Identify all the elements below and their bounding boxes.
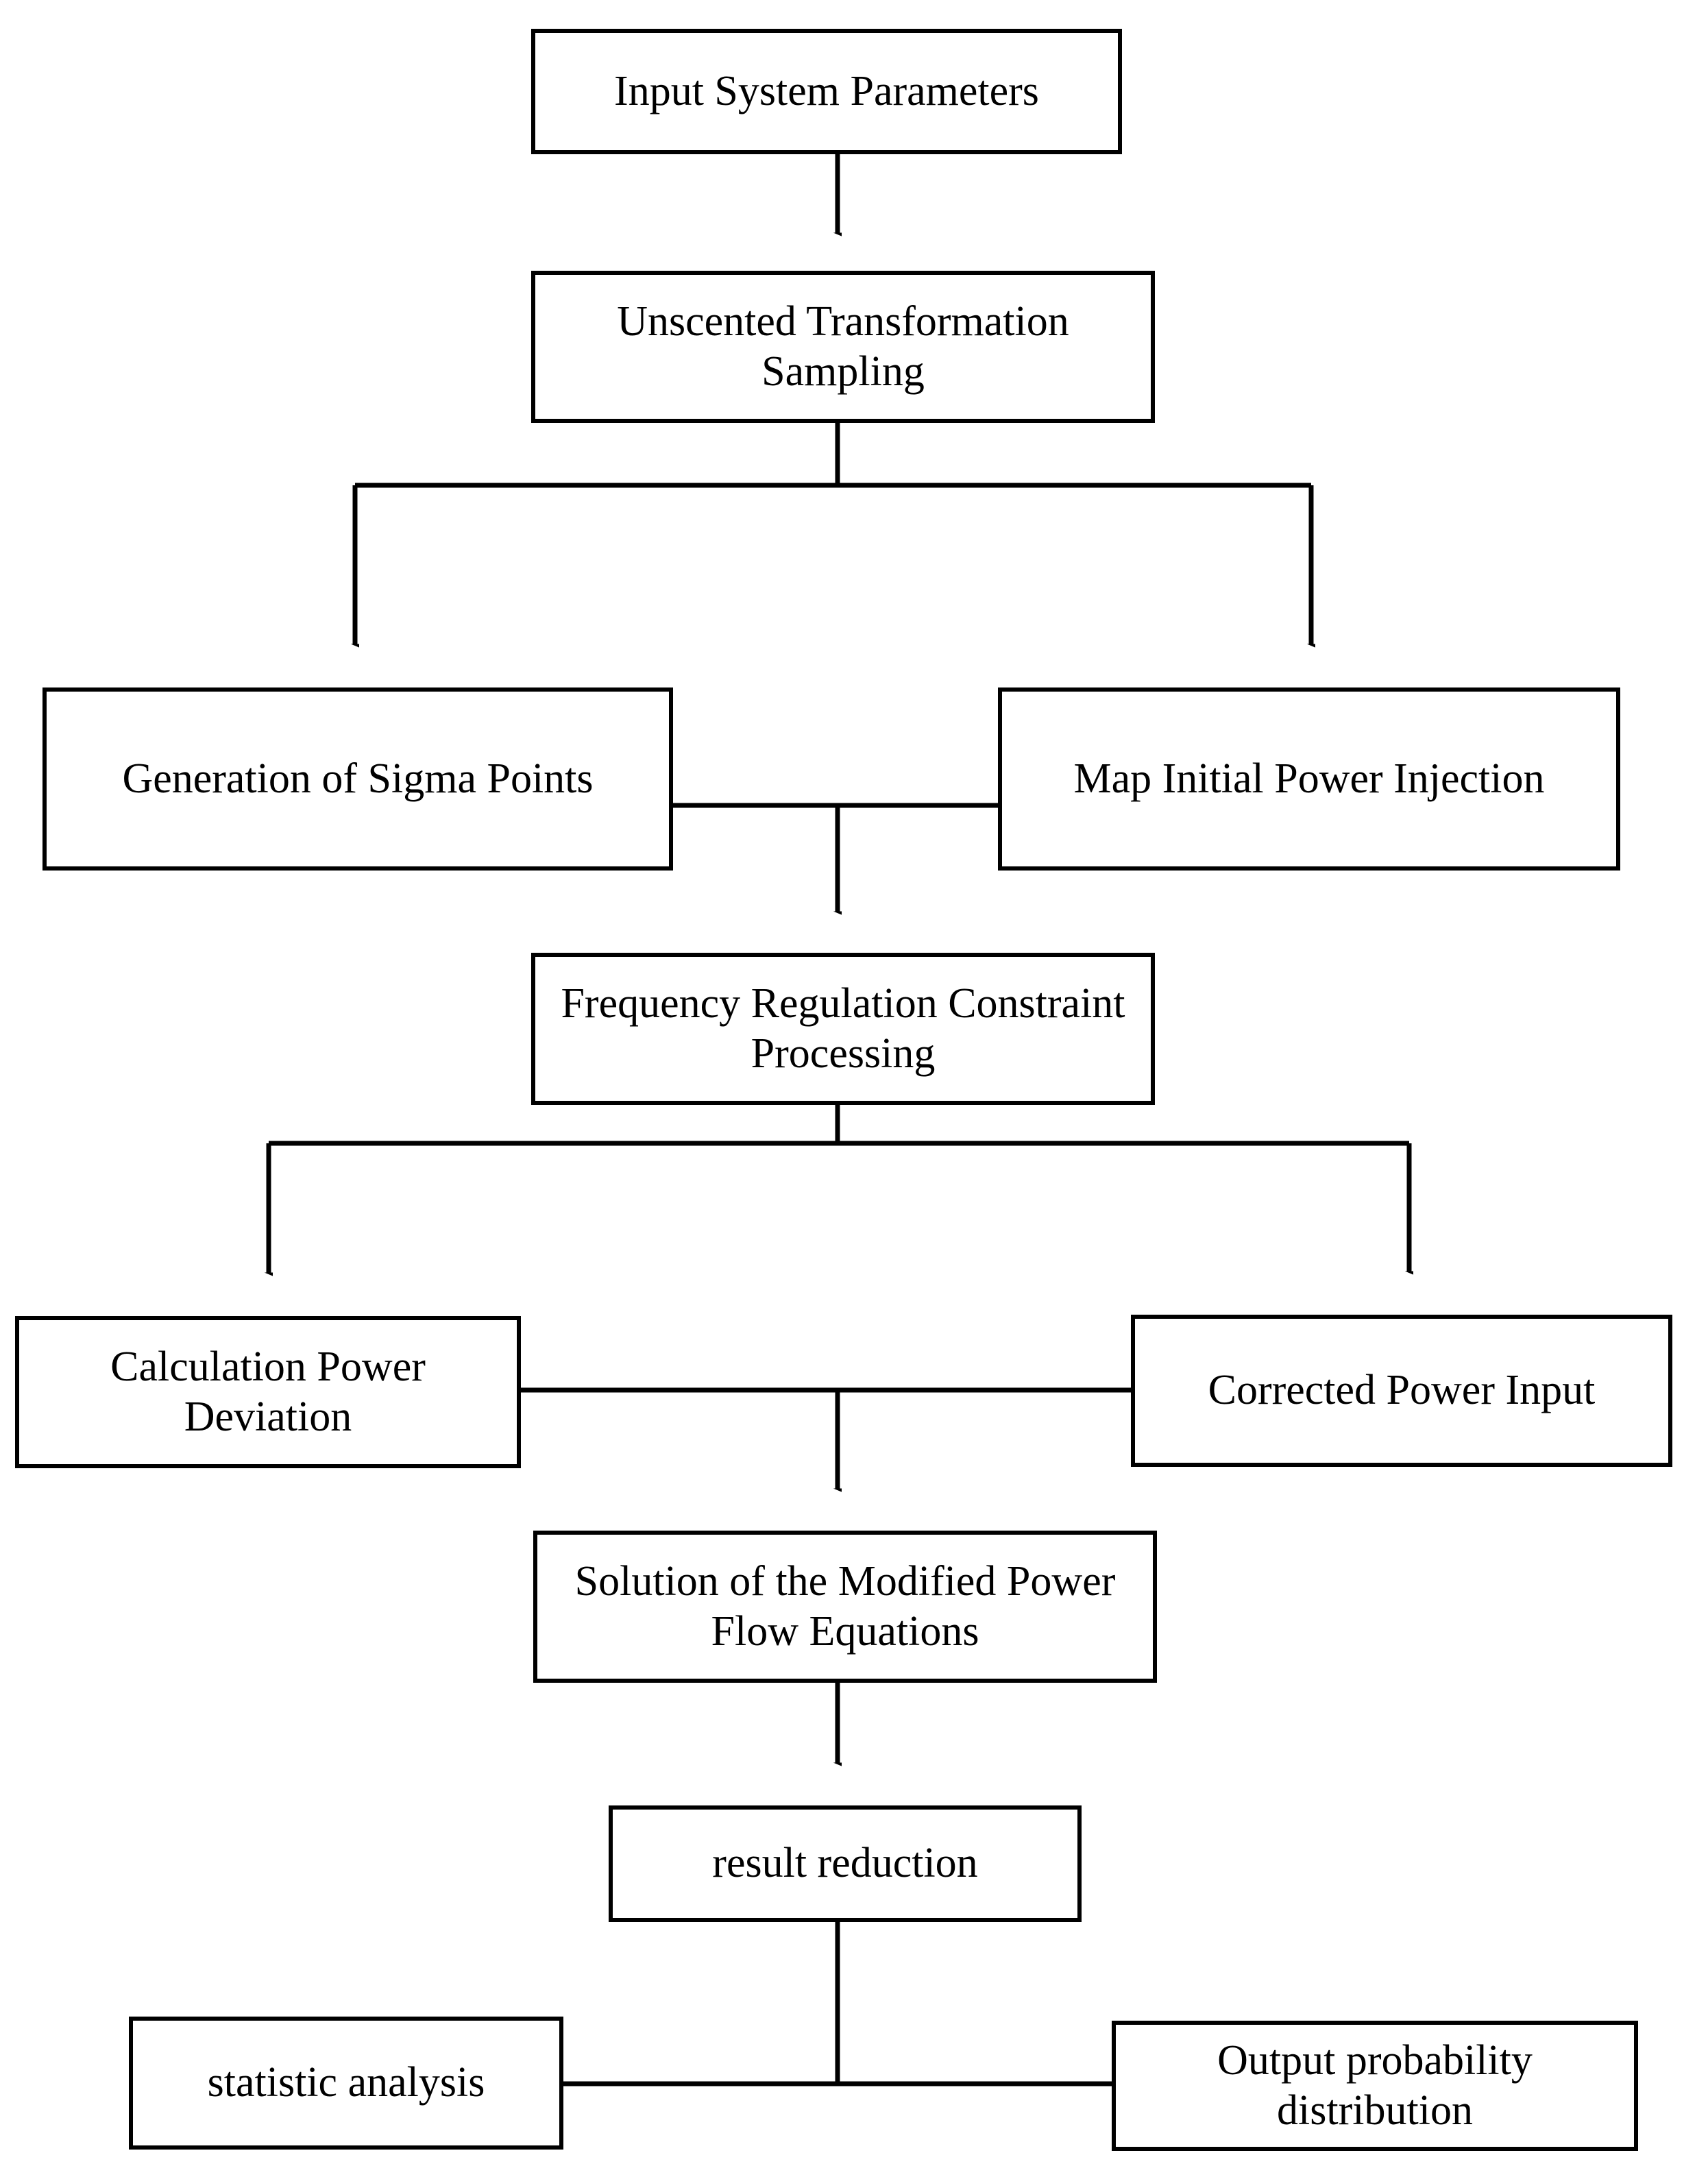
node-frequency-regulation-constraint-processing[interactable]: Frequency Regulation Constraint Processi…: [531, 953, 1155, 1105]
node-input-system-parameters[interactable]: Input System Parameters: [531, 29, 1122, 154]
node-corrected-power-input[interactable]: Corrected Power Input: [1131, 1315, 1672, 1467]
node-map-initial-power-injection[interactable]: Map Initial Power Injection: [998, 687, 1620, 871]
node-solution-of-the-modified-power-flow-equations[interactable]: Solution of the Modified Power Flow Equa…: [533, 1531, 1157, 1683]
node-label-calculation-power-deviation: Calculation Power Deviation: [110, 1343, 426, 1440]
node-statistic-analysis[interactable]: statistic analysis: [129, 2017, 563, 2150]
node-label-solution-of-the-modified-power-flow-equations: Solution of the Modified Power Flow Equa…: [574, 1557, 1116, 1655]
node-calculation-power-deviation[interactable]: Calculation Power Deviation: [15, 1316, 521, 1468]
node-label-corrected-power-input: Corrected Power Input: [1208, 1367, 1596, 1414]
node-label-frequency-regulation-constraint-processing: Frequency Regulation Constraint Processi…: [561, 979, 1125, 1077]
node-label-map-initial-power-injection: Map Initial Power Injection: [1073, 755, 1545, 802]
node-label-unscented-transformation-sampling: Unscented Transformation Sampling: [617, 297, 1069, 395]
node-unscented-transformation-sampling[interactable]: Unscented Transformation Sampling: [531, 271, 1155, 423]
node-label-result-reduction: result reduction: [712, 1840, 978, 1887]
node-output-probability-distribution[interactable]: Output probability distribution: [1112, 2021, 1638, 2151]
node-label-input-system-parameters: Input System Parameters: [614, 67, 1039, 114]
node-label-output-probability-distribution: Output probability distribution: [1217, 2036, 1533, 2134]
node-generation-of-sigma-points[interactable]: Generation of Sigma Points: [42, 687, 673, 871]
node-label-statistic-analysis: statistic analysis: [207, 2059, 485, 2106]
node-result-reduction[interactable]: result reduction: [609, 1805, 1082, 1922]
edge-layer: [269, 154, 1409, 2086]
node-label-generation-of-sigma-points: Generation of Sigma Points: [122, 755, 594, 802]
